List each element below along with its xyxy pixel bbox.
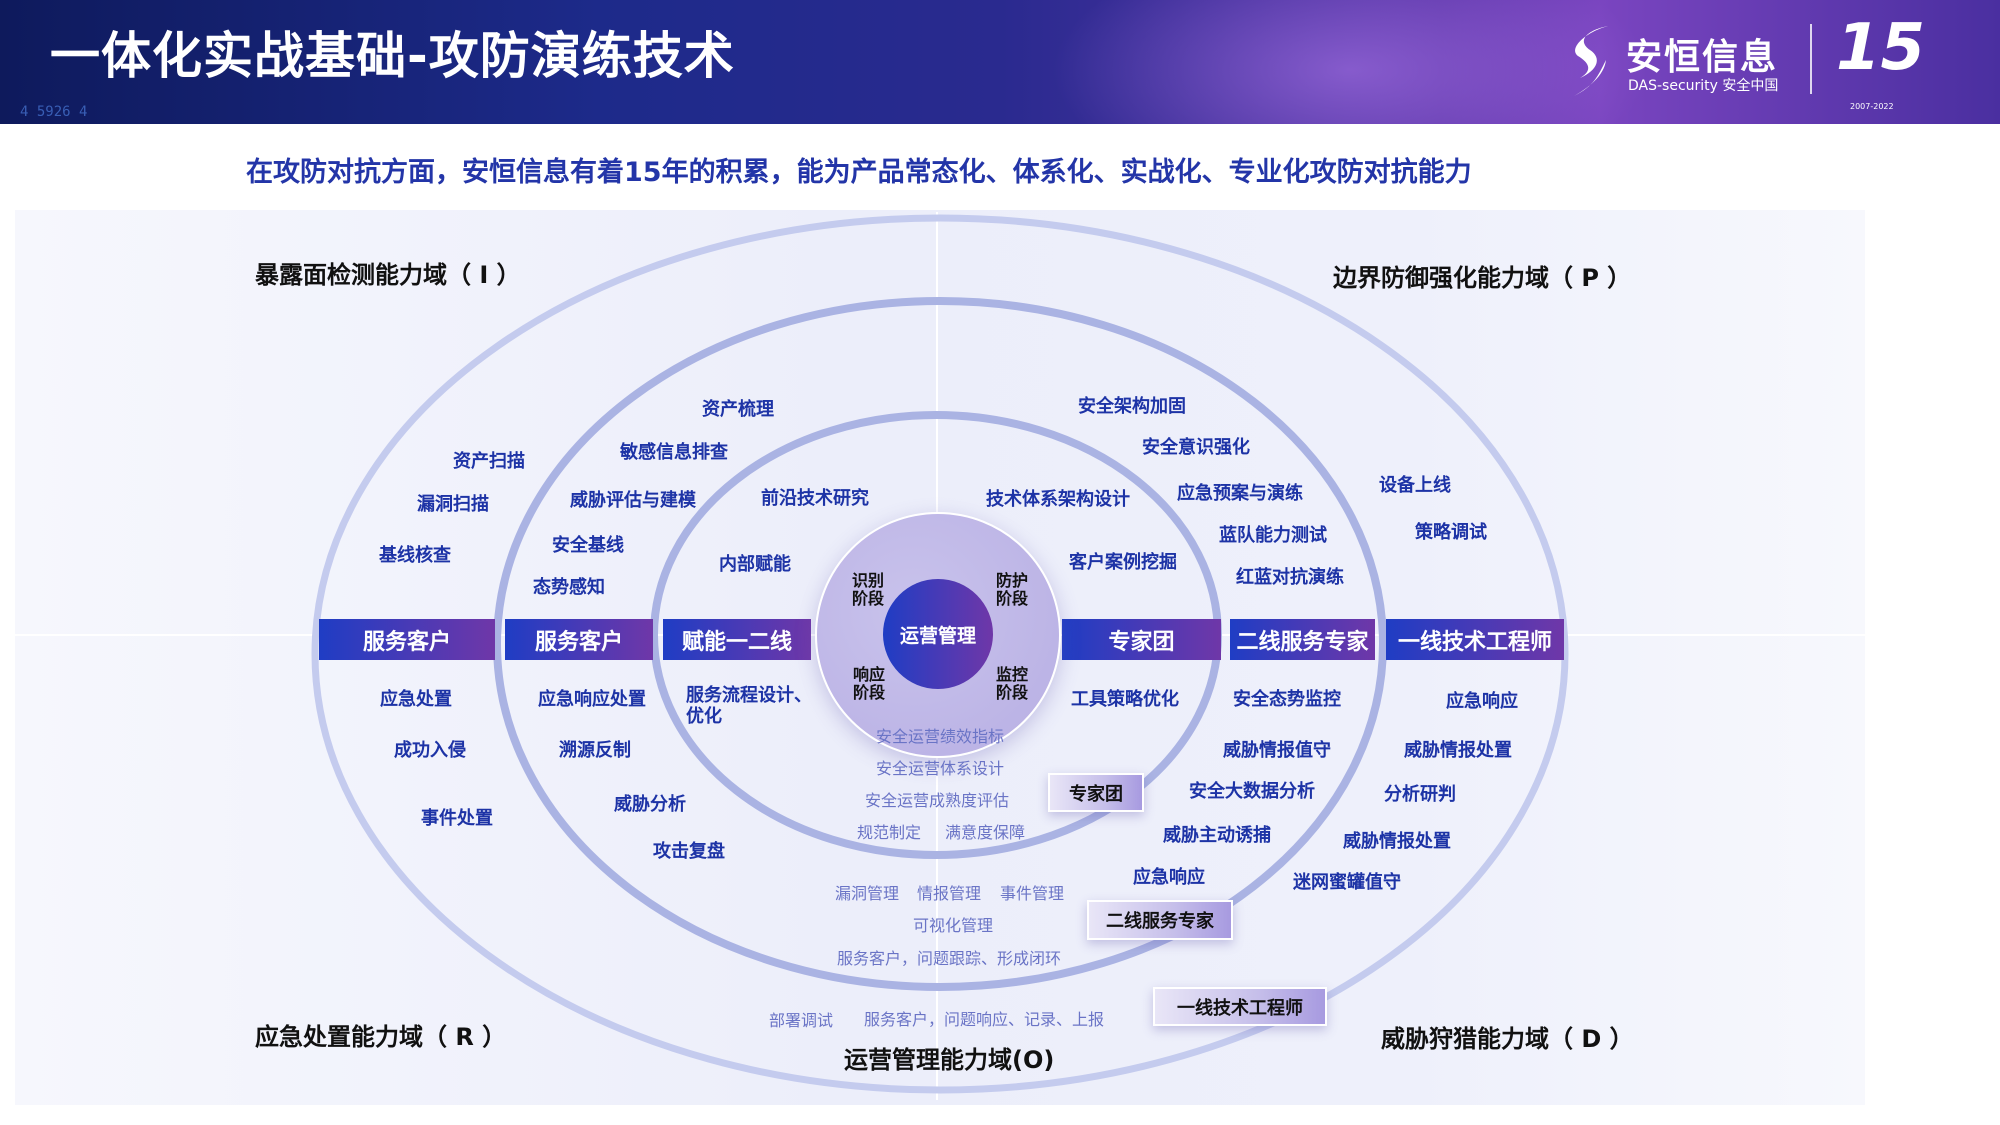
box-first-line-engineer: 一线技术工程师 (1153, 987, 1327, 1026)
logo-sub-text: DAS-security 安全中国 (1628, 78, 1779, 94)
item: 威胁评估与建模 (570, 490, 696, 511)
item: 设备上线 (1379, 475, 1451, 496)
stage-respond: 响应阶段 (853, 665, 886, 702)
item: 安全运营绩效指标 (875, 727, 1005, 746)
domain-identify-label: 暴露面检测能力域（ I ） (255, 261, 521, 289)
banner-glow (1050, 0, 1650, 124)
stage-monitor: 监控阶段 (996, 665, 1029, 702)
item: 蓝队能力测试 (1219, 525, 1327, 546)
stage-protect: 防护阶段 (996, 571, 1029, 608)
core-operations: 运营管理 (883, 579, 993, 689)
item: 应急预案与演练 (1177, 483, 1303, 504)
item: 安全基线 (552, 535, 624, 556)
logo-brand-text: 安恒信息 (1626, 37, 1779, 78)
domain-protect-label: 边界防御强化能力域（ P ） (1333, 264, 1632, 292)
item: 威胁分析 (614, 794, 686, 815)
item: 工具策略优化 (1071, 689, 1179, 710)
page-title: 一体化实战基础-攻防演练技术 (50, 27, 735, 85)
item: 满意度保障 (945, 823, 1026, 842)
item: 红蓝对抗演练 (1236, 567, 1344, 588)
item: 敏感信息排查 (620, 442, 728, 463)
company-logo: 安恒信息 DAS-security 安全中国 15 2007-2022 (1568, 12, 1948, 120)
item: 安全运营体系设计 (875, 759, 1005, 778)
item: 资产梳理 (702, 399, 774, 420)
anniversary-logo: 15 (1836, 11, 1926, 85)
item: 应急响应处置 (538, 689, 646, 710)
item: 威胁情报处置 (1343, 831, 1451, 852)
outer-ring (311, 214, 1569, 1094)
item: 安全架构加固 (1078, 396, 1186, 417)
item: 可视化管理 (912, 916, 994, 935)
bar-enable-lines: 赋能一二线 (663, 619, 811, 660)
subtitle: 在攻防对抗方面，安恒信息有着15年的积累，能为产品常态化、体系化、实战化、专业化… (246, 157, 1472, 188)
item: 事件处置 (421, 808, 493, 829)
item: 策略调试 (1415, 522, 1487, 543)
item: 服务流程设计、优化 (686, 685, 812, 727)
item: 漏洞扫描 (417, 494, 489, 515)
item: 威胁情报处置 (1404, 740, 1512, 761)
item: 威胁情报值守 (1223, 740, 1331, 761)
item: 安全运营成熟度评估 (864, 791, 1010, 810)
item: 规范制定 (857, 823, 922, 842)
box-second-line-expert: 二线服务专家 (1087, 900, 1233, 940)
item: 威胁主动诱捕 (1163, 825, 1271, 846)
item: 部署调试 (769, 1011, 834, 1030)
item: 技术体系架构设计 (986, 489, 1130, 510)
header-banner: 4 5926 4 一体化实战基础-攻防演练技术 安恒信息 DAS-securit… (0, 0, 2000, 124)
item: 应急响应 (1446, 691, 1518, 712)
item: 情报管理 (917, 884, 982, 903)
item: 溯源反制 (559, 740, 631, 761)
bar-second-line-expert: 二线服务专家 (1230, 619, 1375, 660)
bar-service-customer-middle: 服务客户 (505, 619, 653, 660)
item: 安全态势监控 (1233, 689, 1341, 710)
box-expert-team: 专家团 (1048, 773, 1144, 812)
item: 事件管理 (1000, 884, 1065, 903)
item: 服务客户，问题跟踪、形成闭环 (837, 949, 1062, 968)
bar-first-line-engineer: 一线技术工程师 (1386, 619, 1564, 660)
bar-expert-team: 专家团 (1062, 619, 1221, 660)
domain-respond-label: 应急处置能力域（ R ） (255, 1023, 507, 1051)
item: 成功入侵 (394, 740, 466, 761)
item: 基线核查 (379, 545, 451, 566)
item: 态势感知 (533, 577, 605, 598)
item: 应急处置 (380, 689, 452, 710)
item: 攻击复盘 (653, 841, 725, 862)
stage-identify: 识别阶段 (852, 571, 885, 608)
item: 安全意识强化 (1142, 437, 1250, 458)
item: 安全大数据分析 (1189, 781, 1315, 802)
anniversary-years: 2007-2022 (1850, 102, 1894, 111)
swirl-logo-icon (1574, 26, 1608, 96)
bar-service-customer-outer: 服务客户 (319, 619, 495, 660)
domain-detect-label: 威胁狩猎能力域（ D ） (1381, 1025, 1634, 1053)
item: 资产扫描 (453, 451, 525, 472)
item: 客户案例挖掘 (1069, 552, 1177, 573)
item: 迷网蜜罐值守 (1293, 872, 1401, 893)
item: 分析研判 (1384, 784, 1456, 805)
item: 应急响应 (1133, 867, 1205, 888)
item: 漏洞管理 (835, 884, 900, 903)
domain-operate-label: 运营管理能力域(O) (844, 1046, 1055, 1074)
middle-ring (493, 297, 1387, 991)
banner-code-decoration: 4 5926 4 (20, 104, 88, 120)
item: 前沿技术研究 (761, 488, 869, 509)
item: 服务客户，问题响应、记录、上报 (864, 1010, 1105, 1029)
item: 内部赋能 (719, 554, 791, 575)
logo-divider (1810, 24, 1812, 94)
